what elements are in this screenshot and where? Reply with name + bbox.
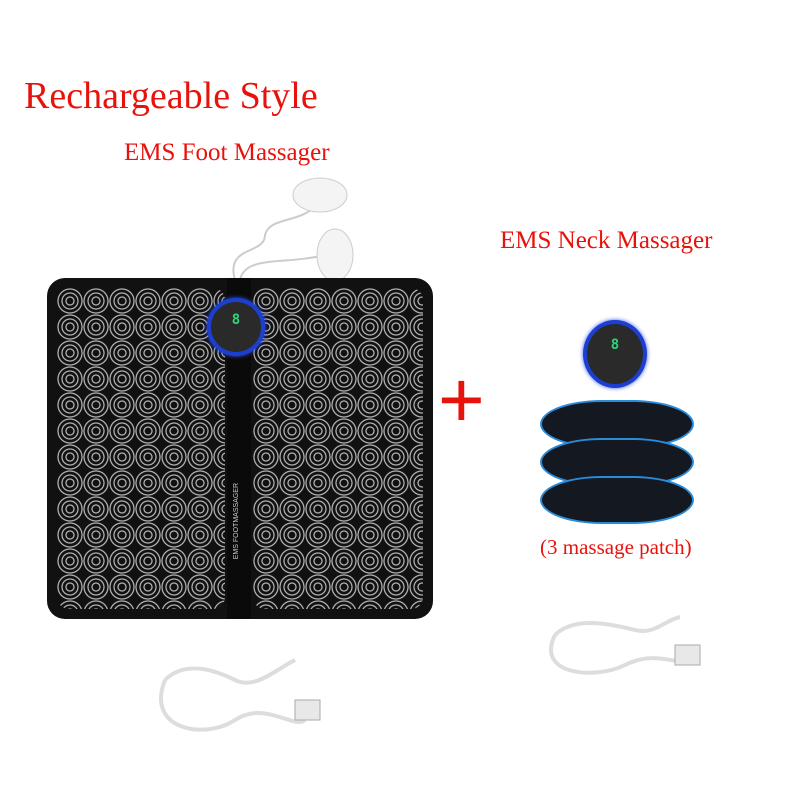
neck-massager-label: EMS Neck Massager	[500, 227, 713, 254]
title: Rechargeable Style	[24, 75, 318, 117]
display-digit: 8	[231, 311, 241, 328]
neck-controller: 8	[583, 320, 647, 388]
foot-massager-label: EMS Foot Massager	[124, 139, 330, 166]
neck-display-digit: 8	[610, 337, 620, 353]
patch-count-note: (3 massage patch)	[540, 535, 692, 559]
foot-massage-mat: EMS FOOTMASSAGER 8	[47, 278, 433, 619]
usb-cable-neck	[549, 615, 701, 675]
mat-brand-text: EMS FOOTMASSAGER	[233, 483, 240, 560]
right-foot-pad	[253, 288, 423, 609]
usb-cable-foot	[159, 658, 321, 732]
electrode-pads	[232, 177, 354, 282]
massage-patch-3	[540, 476, 694, 524]
left-foot-pad	[57, 288, 225, 609]
foot-controller: 8	[207, 298, 265, 356]
plus-icon: +	[438, 355, 485, 444]
massage-patch-1	[540, 400, 694, 448]
